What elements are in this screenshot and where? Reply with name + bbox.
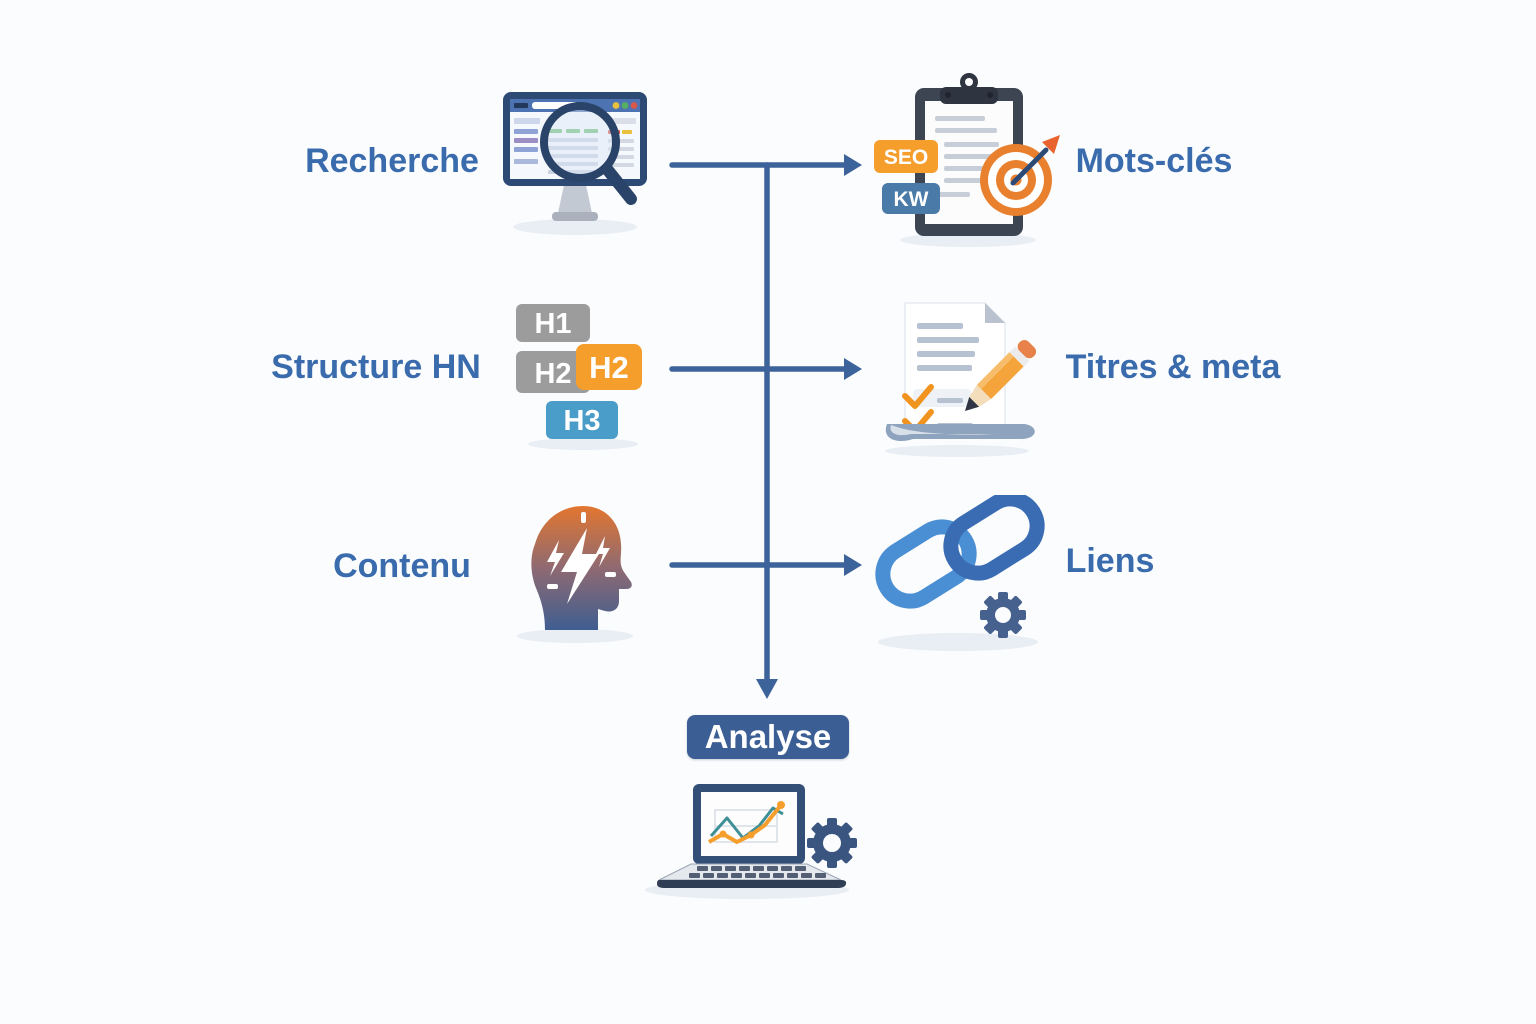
laptop-analytics-gear-icon — [645, 784, 857, 899]
svg-text:SEO: SEO — [884, 146, 928, 169]
small-gear-icon — [980, 592, 1026, 638]
clipboard-seo-target-icon: SEO KW — [874, 73, 1060, 247]
table-rows — [548, 129, 598, 174]
pencil-icon — [965, 339, 1037, 411]
row-label-recherche: Recherche — [305, 142, 479, 180]
svg-text:H3: H3 — [563, 405, 600, 437]
clipboard-text-lines — [935, 116, 1002, 197]
chain-link-right — [943, 495, 1045, 581]
gear-icon — [807, 818, 857, 868]
row-label-titres-meta: Titres & meta — [1065, 348, 1281, 386]
chain-links-gear-icon — [875, 495, 1045, 651]
chain-link-left — [875, 519, 977, 609]
lightning-bolts — [547, 512, 616, 604]
heading-tags-icon: H1 H2 H2 H3 — [516, 304, 642, 450]
arrowhead-row2 — [844, 358, 862, 380]
head-idea-icon — [517, 506, 633, 643]
keyboard-keys — [689, 866, 826, 878]
computer-search-icon — [503, 92, 647, 235]
svg-text:H2: H2 — [534, 358, 571, 390]
row-label-mots-cles: Mots-clés — [1075, 142, 1233, 180]
document-text-lines — [917, 323, 979, 371]
arrowhead-row3 — [844, 554, 862, 576]
kw-badge: KW — [882, 183, 940, 214]
row-label-liens: Liens — [1065, 542, 1155, 580]
h2-orange-tag: H2 — [576, 344, 642, 390]
row-label-structure-hn: Structure HN — [271, 348, 481, 386]
document-checklist-pencil-icon — [885, 302, 1037, 457]
arrowhead-down — [756, 679, 778, 699]
target-icon — [980, 135, 1060, 216]
magnifier-icon — [540, 102, 637, 205]
line-chart — [708, 801, 785, 844]
row-label-contenu: Contenu — [333, 547, 471, 585]
h1-tag: H1 — [516, 304, 590, 342]
h3-tag: H3 — [546, 401, 618, 439]
svg-text:H2: H2 — [589, 350, 629, 385]
analyse-node: Analyse — [687, 715, 849, 759]
h2-gray-tag: H2 — [516, 351, 590, 393]
arrowhead-row1 — [844, 154, 862, 176]
svg-text:H1: H1 — [534, 308, 571, 340]
seo-badge: SEO — [874, 140, 938, 173]
svg-text:KW: KW — [894, 188, 929, 211]
clipboard-clip — [940, 73, 998, 104]
